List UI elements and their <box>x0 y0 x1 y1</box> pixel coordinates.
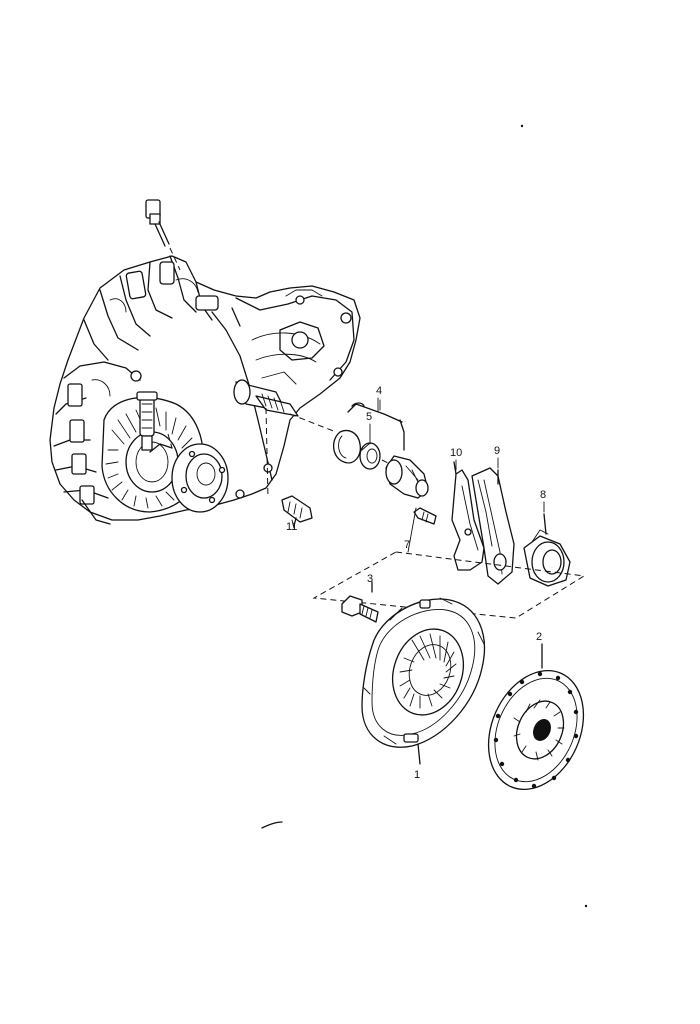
callout-leaders <box>291 399 545 553</box>
part-7-bolt <box>413 507 437 525</box>
callout-4: 4 <box>376 385 382 397</box>
callout-9: 9 <box>494 445 500 457</box>
speck <box>520 124 524 128</box>
callout-5: 5 <box>366 411 372 423</box>
callout-2: 2 <box>536 631 542 643</box>
part-2-clutch-disc <box>487 643 585 791</box>
part-1-pressure-plate <box>361 597 486 765</box>
part-9-clutch-fork <box>471 467 515 585</box>
callout-8: 8 <box>540 489 546 501</box>
callout-10: 10 <box>450 447 462 459</box>
drive-flange <box>149 443 229 513</box>
callout-3: 3 <box>367 573 373 585</box>
speed-sensor <box>145 199 170 247</box>
part-8-release-bearing <box>523 513 571 587</box>
part-3-bolt <box>341 581 379 623</box>
guide-sleeve <box>385 455 429 499</box>
part-5-circlip <box>333 429 361 464</box>
callout-11: 11 <box>286 521 297 533</box>
part-11-stud-bolt <box>281 495 313 527</box>
stray-mark <box>261 821 283 829</box>
callout-7: 7 <box>404 539 410 551</box>
callout-1: 1 <box>414 769 420 781</box>
part-10-release-lever <box>451 461 485 571</box>
service-set-boundary <box>312 551 586 619</box>
speck <box>584 904 588 908</box>
input-shaft <box>233 379 299 417</box>
part-4-retaining-clip <box>347 397 405 451</box>
part-seal <box>359 442 381 470</box>
gearbox-housing <box>49 199 361 525</box>
callout-labels: 4 5 10 9 8 7 11 3 2 1 <box>286 385 546 781</box>
reverse-light-switch <box>136 391 158 451</box>
